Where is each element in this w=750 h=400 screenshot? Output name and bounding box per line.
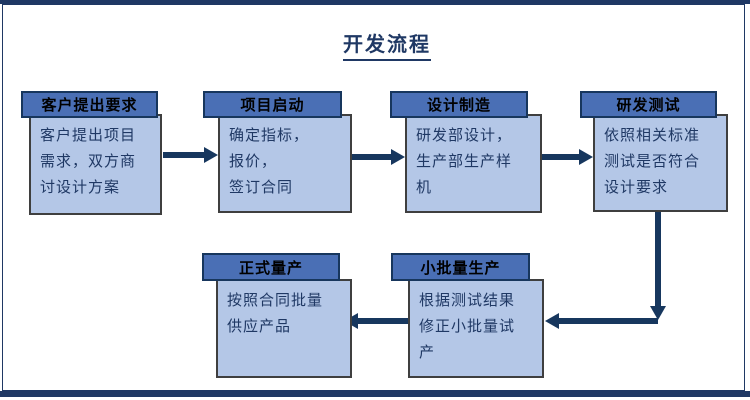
node-header-project-start: 项目启动 xyxy=(203,91,342,118)
node-body-customer-request: 客户提出项目 需求，双方商 讨设计方案 xyxy=(29,114,162,215)
node-header-mass-production: 正式量产 xyxy=(202,253,340,281)
arrow-right-icon xyxy=(204,147,218,163)
node-header-customer-request: 客户提出要求 xyxy=(21,91,158,118)
arrow-right-icon xyxy=(579,149,593,165)
arrow-project-to-design-shaft xyxy=(352,154,392,160)
arrow-design-to-testing-shaft xyxy=(542,154,580,160)
arrow-left-icon xyxy=(545,313,559,329)
page-title: 开发流程 xyxy=(343,28,431,61)
arrow-testing-down-shaft xyxy=(655,211,661,307)
node-body-project-start: 确定指标， 报价， 签订合同 xyxy=(218,114,352,213)
arrow-customer-to-project-shaft xyxy=(163,152,205,158)
arrow-smallbatch-to-mass-shaft xyxy=(357,318,408,324)
node-body-mass-production: 按照合同批量 供应产品 xyxy=(216,279,352,378)
node-body-design-manufacture: 研发部设计， 生产部生产样 机 xyxy=(405,114,542,213)
arrow-right-icon xyxy=(391,149,405,165)
node-header-design-manufacture: 设计制造 xyxy=(390,91,528,118)
node-header-small-batch-production: 小批量生产 xyxy=(391,253,530,281)
node-header-rd-testing: 研发测试 xyxy=(580,91,717,118)
arrow-down-icon xyxy=(650,306,666,320)
node-body-small-batch-production: 根据测试结果 修正小批量试 产 xyxy=(408,279,544,378)
bottom-accent-bar xyxy=(0,391,750,397)
arrow-corner-to-smallbatch-shaft xyxy=(558,318,658,324)
top-accent-bar xyxy=(0,0,750,4)
node-body-rd-testing: 依照相关标准 测试是否符合 设计要求 xyxy=(593,114,728,212)
